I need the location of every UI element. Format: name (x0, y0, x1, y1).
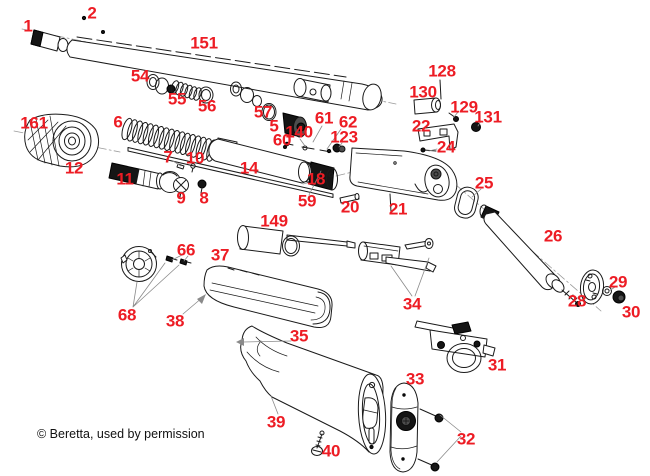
magazine-tube-drawing (208, 138, 312, 184)
ejector-bracket-parts-drawing (413, 79, 481, 153)
barrel-drawing (30, 15, 383, 111)
receiver-drawing (317, 147, 458, 213)
follower-parts-drawing (108, 147, 334, 198)
gas-ring-parts-drawing (146, 74, 214, 104)
action-sleeve-drawing (237, 225, 356, 257)
forend-drawing (203, 265, 333, 328)
gas-valve-parts-drawing (230, 81, 346, 154)
bolt-assembly-drawing (358, 238, 437, 273)
trigger-group-drawing (414, 320, 496, 373)
leader-lines (132, 111, 616, 463)
stock-bolt-drawing (311, 430, 325, 456)
magazine-cap-drawing (24, 113, 100, 168)
stock-drawing (240, 325, 387, 455)
copyright-note: © Beretta, used by permission (37, 427, 205, 441)
receiver-pins-drawing (354, 193, 360, 200)
recoil-tube-drawing (454, 186, 626, 307)
forend-cap-drawing (120, 246, 192, 282)
recoil-pad-drawing (389, 382, 444, 473)
